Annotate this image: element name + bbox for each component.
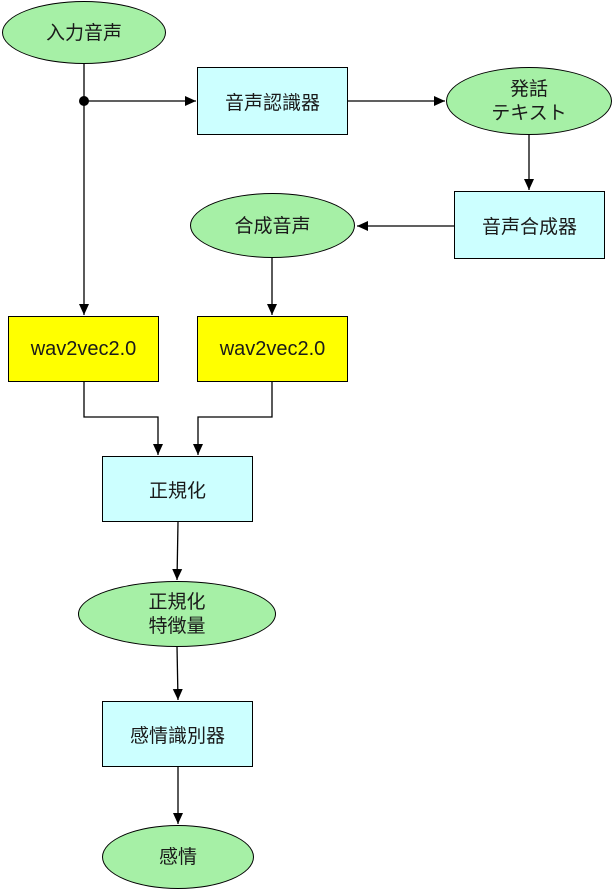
wav2vec-left-node: wav2vec2.0 — [8, 316, 159, 382]
normalized-features-node: 正規化 特徴量 — [78, 581, 276, 647]
edge-normalize-features — [172, 521, 183, 581]
speech-synthesizer-label: 音声合成器 — [481, 215, 577, 238]
speech-recognizer-node: 音声認識器 — [197, 67, 348, 135]
speech-synthesizer-node: 音声合成器 — [454, 191, 605, 259]
normalized-features-label: 正規化 特徴量 — [148, 591, 206, 637]
emotion-classifier-label: 感情識別器 — [129, 724, 225, 747]
utterance-text-node: 発話 テキスト — [446, 67, 612, 135]
speech-recognizer-label: 音声認識器 — [224, 91, 320, 114]
junction-dot — [79, 96, 89, 106]
wav2vec-right-node: wav2vec2.0 — [197, 316, 348, 382]
edge-w2v-left-normalize — [83, 382, 163, 455]
emotion-label: 感情 — [158, 846, 197, 868]
edge-features-classifier — [172, 645, 183, 701]
edge-w2v-right-normalize — [193, 382, 273, 455]
emotion-node: 感情 — [102, 825, 254, 889]
input-audio-node: 入力音声 — [2, 1, 166, 64]
input-audio-label: 入力音声 — [45, 21, 122, 44]
normalize-label: 正規化 — [148, 479, 206, 502]
synthesized-audio-label: 合成音声 — [234, 214, 311, 237]
normalize-node: 正規化 — [102, 456, 253, 522]
emotion-classifier-node: 感情識別器 — [102, 701, 253, 767]
utterance-text-label: 発話 テキスト — [491, 78, 567, 124]
wav2vec-right-label: wav2vec2.0 — [219, 337, 326, 360]
wav2vec-left-label: wav2vec2.0 — [30, 337, 137, 360]
synthesized-audio-node: 合成音声 — [190, 193, 355, 258]
